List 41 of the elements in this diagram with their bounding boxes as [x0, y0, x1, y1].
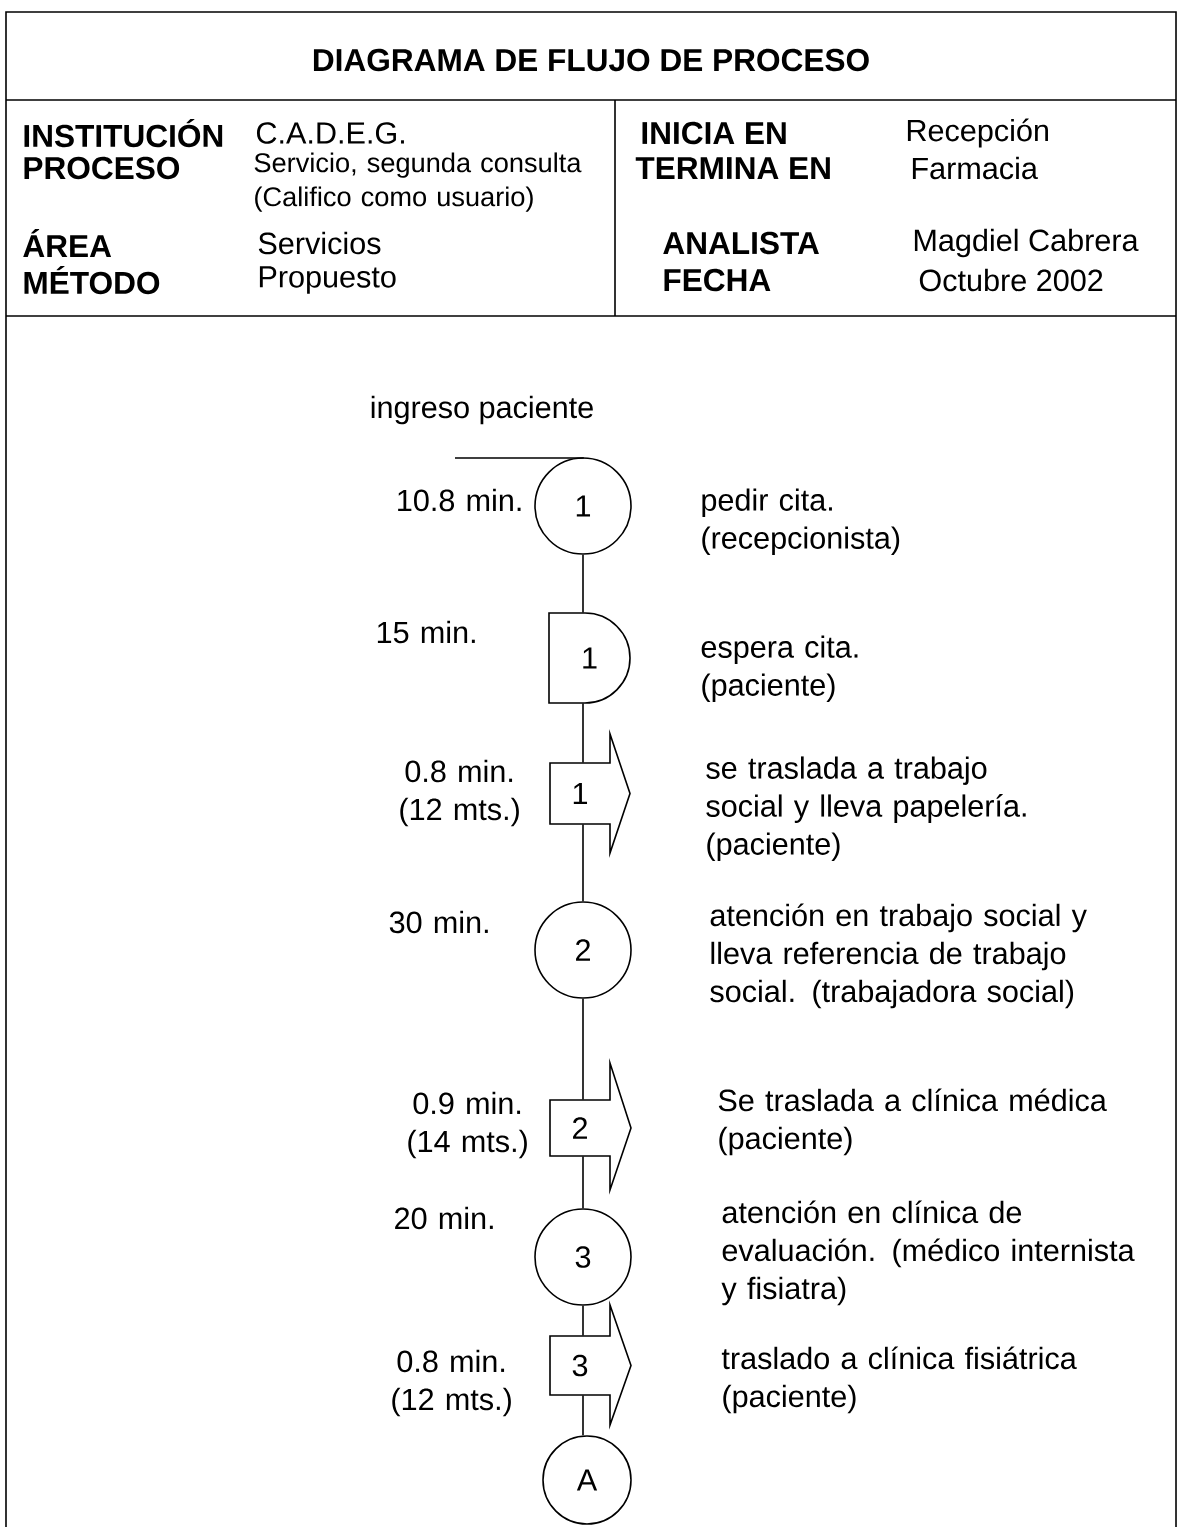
field-label: TERMINA EN [635, 157, 830, 179]
step-description: pedir cita. (recepcionista) [702, 488, 900, 555]
field-label: MÉTODO [24, 265, 160, 295]
field-value: Farmacia [912, 156, 1038, 180]
step-description: atención en clínica de evaluación. (médico internista y fisiatra) [721, 1200, 1135, 1306]
title: DIAGRAMA DE FLUJO DE PROCESO [313, 48, 869, 72]
step-description: traslado a clínica fisiátrica (paciente) [721, 1346, 1077, 1414]
duration-label: 20 min. [395, 1206, 493, 1230]
flow-line [582, 702, 584, 764]
field-label: INSTITUCIÓN [24, 118, 223, 148]
step-description: Se traslada a clínica médica (paciente) [718, 1088, 1107, 1156]
flow-line [582, 998, 584, 1101]
field-label: ÁREA [23, 229, 112, 257]
delay-symbol: 1 [548, 612, 631, 704]
duration-label: 0.8 min. (12 mts.) [392, 1349, 511, 1417]
step-description: se traslada a trabajo social y lleva papelería. (paciente) [706, 756, 1026, 861]
flow-line [582, 823, 584, 902]
field-value: Servicio, segunda consulta (Califico como usuario) [254, 152, 582, 212]
duration-label: 30 min. [389, 910, 488, 934]
flow-line [582, 1394, 584, 1436]
flow-line [454, 456, 584, 459]
duration-label: 0.8 min. (12 mts.) [400, 759, 519, 827]
field-label: PROCESO [24, 156, 180, 180]
step-description: espera cita. (paciente) [701, 635, 858, 702]
duration-label: 0.9 min. (14 mts.) [408, 1091, 527, 1159]
start-label: ingreso paciente [371, 395, 593, 425]
duration-label: 10.8 min. [398, 488, 521, 512]
field-label: INICIA EN [642, 121, 786, 145]
flow-line [582, 1155, 584, 1209]
flow-line [582, 1305, 584, 1337]
field-value: Octubre 2002 [919, 268, 1103, 292]
field-value: Magdiel Cabrera [914, 228, 1139, 258]
field-value: Servicios [258, 231, 381, 255]
field-label: FECHA [664, 268, 771, 292]
field-label: ANALISTA [663, 231, 819, 255]
step-description: atención en trabajo social y lleva referencia de trabajo social. (trabajadora social) [710, 903, 1087, 1009]
duration-label: 15 min. [377, 620, 475, 644]
field-value: Recepción [907, 118, 1048, 148]
flow-line [582, 554, 584, 614]
field-value: C.A.D.E.G. [256, 122, 404, 144]
field-value: Propuesto [259, 266, 396, 294]
